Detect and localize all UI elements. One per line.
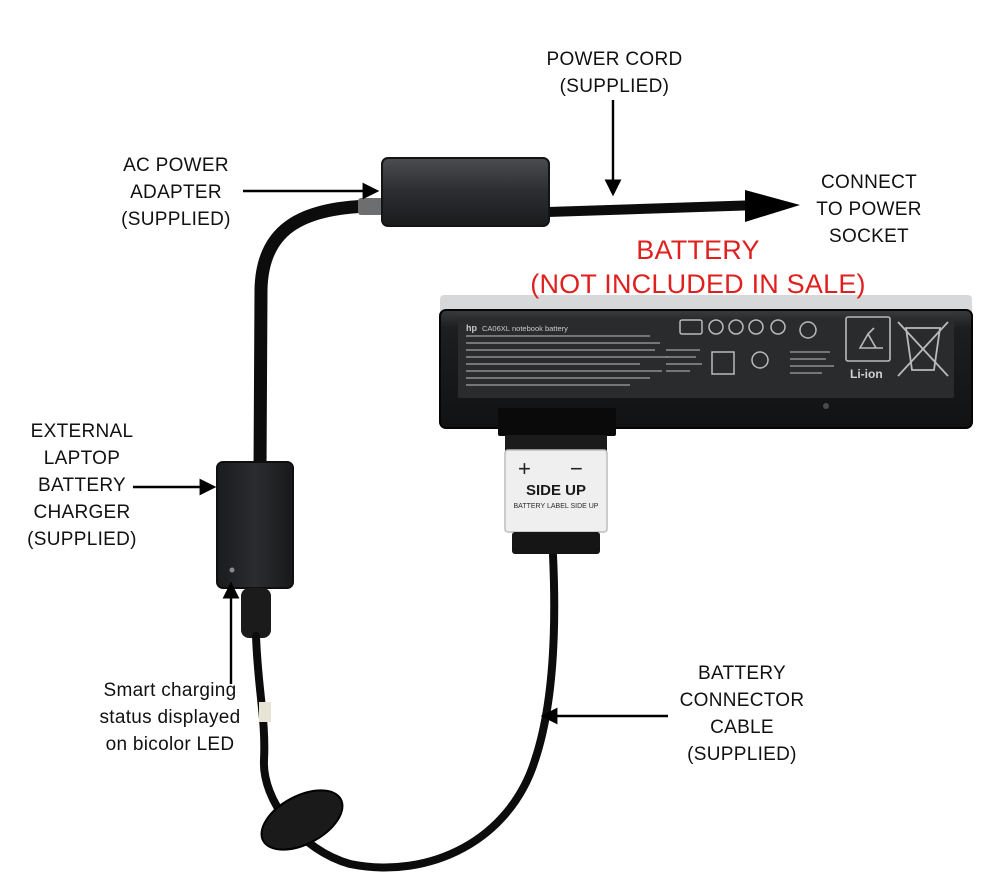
label-line: CONNECTOR xyxy=(679,690,805,711)
connector-side-up-sub: BATTERY LABEL SIDE UP xyxy=(514,503,599,510)
connector-collar xyxy=(505,435,607,453)
connector-boot xyxy=(512,532,600,554)
label-line: (NOT INCLUDED IN SALE) xyxy=(530,269,866,299)
connector-minus: − xyxy=(570,456,583,481)
label-line: CABLE xyxy=(710,717,774,738)
dc-cable-to-charger xyxy=(253,199,377,477)
battery-fine-print xyxy=(466,335,834,386)
label-line: TO POWER xyxy=(816,199,922,220)
ac-adapter-brick xyxy=(381,157,550,227)
callout-arrows xyxy=(133,100,668,725)
label-connector-cable: BATTERY CONNECTOR CABLE (SUPPLIED) xyxy=(664,660,820,768)
label-line: LAPTOP xyxy=(43,448,121,469)
charger-strain-relief xyxy=(241,588,271,638)
connector-side-up: SIDE UP xyxy=(526,482,586,499)
label-line: (SUPPLIED) xyxy=(121,209,231,230)
label-line: (SUPPLIED) xyxy=(559,76,670,97)
label-line: Smart charging xyxy=(103,680,237,701)
label-connect-socket: CONNECT TO POWER SOCKET xyxy=(800,169,938,250)
label-line: POWER CORD xyxy=(546,49,683,70)
power-cord-plug-arrow xyxy=(745,190,800,222)
bicolor-led xyxy=(229,567,235,573)
charger-box xyxy=(216,461,294,589)
label-battery-not-included: BATTERY (NOT INCLUDED IN SALE) xyxy=(520,233,876,301)
label-external-charger: EXTERNAL LAPTOP BATTERY CHARGER (SUPPLIE… xyxy=(12,418,152,553)
label-line: EXTERNAL xyxy=(30,421,134,442)
label-line: status displayed xyxy=(99,707,241,728)
cable-tag xyxy=(259,702,271,722)
label-line: BATTERY xyxy=(636,235,760,265)
battery-product-name: notebook battery xyxy=(512,324,568,333)
label-ac-adapter: AC POWER ADAPTER (SUPPLIED) xyxy=(106,152,246,233)
label-line: on bicolor LED xyxy=(105,734,235,755)
adapter-plug xyxy=(358,198,384,215)
connector-plus: + xyxy=(518,456,531,481)
label-line: CONNECT xyxy=(820,172,918,193)
label-line: BATTERY xyxy=(698,663,786,684)
ferrite-bead xyxy=(260,789,344,851)
label-line: SOCKET xyxy=(829,226,909,247)
label-power-cord: POWER CORD (SUPPLIED) xyxy=(532,46,697,100)
power-cord-cable xyxy=(547,200,761,217)
weee-bin-icon xyxy=(897,321,949,377)
label-line: (SUPPLIED) xyxy=(687,744,797,765)
battery-chemistry: Li-ion xyxy=(850,367,883,381)
battery-part-number: CA06XL xyxy=(482,324,510,333)
label-line: (SUPPLIED) xyxy=(27,529,137,550)
label-smart-led: Smart charging status displayed on bicol… xyxy=(84,677,256,758)
label-line: BATTERY xyxy=(38,475,126,496)
label-line: ADAPTER xyxy=(130,182,222,203)
battery-connector-slot xyxy=(498,408,616,436)
recycle-icon xyxy=(845,316,891,362)
charger-output-cable xyxy=(252,551,559,872)
label-line: AC POWER xyxy=(123,155,229,176)
label-line: CHARGER xyxy=(33,502,131,523)
regulatory-marks xyxy=(679,319,817,375)
battery-latch-dot xyxy=(823,403,829,409)
battery-brand: hp xyxy=(466,323,477,333)
